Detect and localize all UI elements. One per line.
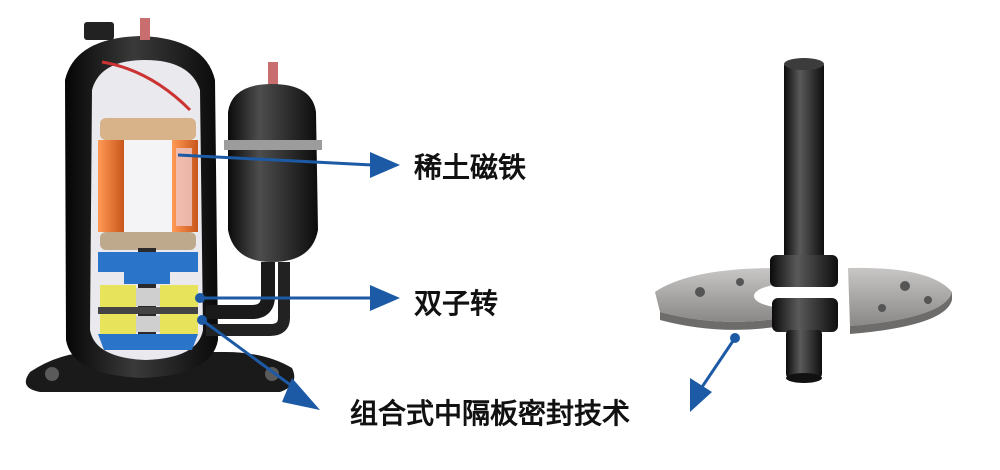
suction-pipe-lower [206, 262, 290, 336]
main-bearing [98, 252, 198, 284]
sub-bearing [98, 334, 198, 350]
arrow-rare-earth-magnet [177, 153, 373, 167]
crankshaft-long [784, 62, 824, 272]
shaft-bottom [786, 330, 822, 378]
arrow-partition-seal-right [698, 337, 737, 391]
winding-bottom [100, 232, 196, 250]
roller-lower [136, 316, 160, 332]
arrowhead-partition-seal-left [282, 378, 320, 410]
callout-arrows [177, 152, 740, 412]
compressor-illustration [25, 18, 322, 392]
wire [101, 60, 192, 112]
copper-winding [176, 148, 192, 226]
discharge-pipe [140, 18, 150, 40]
terminal-connector [84, 22, 114, 40]
accumulator [228, 84, 318, 262]
eccentric-upper [770, 255, 838, 287]
accumulator-inlet [268, 62, 278, 88]
plate-bolt-hole [924, 296, 932, 304]
cylinder-lower-right [160, 314, 198, 334]
arrow-partition-seal-left [201, 318, 301, 394]
roller-upper [136, 288, 160, 306]
shaft-top [784, 58, 824, 70]
partition-plate-left [655, 268, 782, 322]
rotor-magnet [124, 140, 172, 232]
label-twin-rotor: 双子转 [414, 287, 499, 320]
base-bolt-hole [45, 367, 59, 381]
winding-top [100, 118, 196, 140]
shaft-end [786, 373, 822, 383]
label-partition-seal: 组合式中隔板密封技术 [350, 397, 631, 430]
arrowhead-twin-rotor [370, 285, 400, 311]
plate-bolt-hole [736, 278, 744, 286]
arrowhead-rare-earth-magnet [370, 152, 400, 178]
plate-bolt-hole [900, 281, 910, 291]
partition-plate-right [848, 267, 952, 326]
stator-left [98, 140, 124, 232]
eccentric-lower [772, 298, 838, 332]
cylinder-lower-left [100, 314, 136, 334]
plate-bolt-hole [878, 304, 886, 312]
cylinder-upper-left [100, 285, 136, 307]
label-rare-earth-magnet: 稀土磁铁 [414, 151, 527, 184]
cylinder-upper-right [160, 285, 198, 307]
arrowhead-partition-seal-right [690, 378, 712, 412]
suction-pipe-upper [206, 262, 275, 319]
middle-partition [98, 307, 198, 314]
accumulator-band [224, 140, 322, 150]
plate-bolt-hole [695, 287, 705, 297]
partition-shaft-illustration [655, 58, 952, 383]
